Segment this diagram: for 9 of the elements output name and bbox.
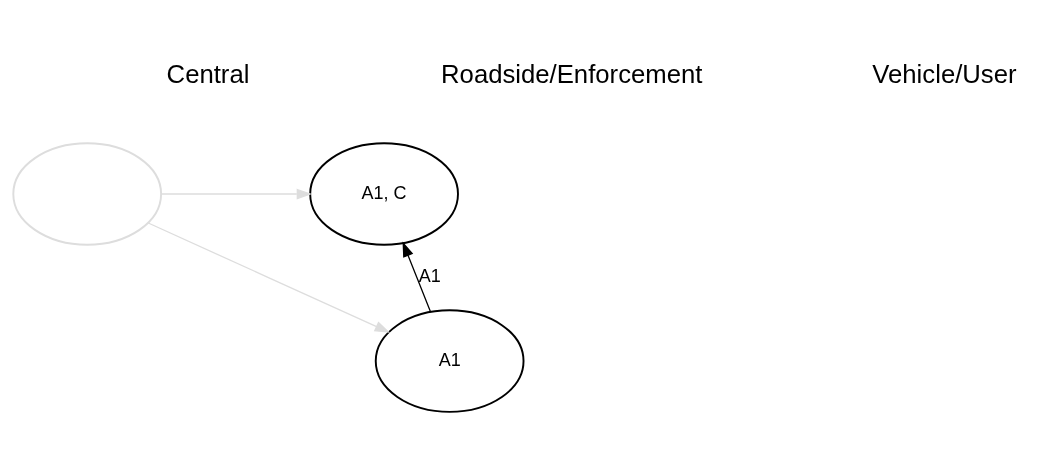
- label: Roadside/Enforcement: [441, 59, 703, 88]
- arrow: [160, 188, 313, 199]
- arrow: [402, 241, 432, 313]
- node-ellipse: A1, C: [309, 141, 459, 246]
- label: Central: [166, 59, 250, 88]
- node-ellipse: [12, 141, 163, 246]
- label: Vehicle/User: [872, 59, 1017, 88]
- edge-label: A1: [418, 265, 441, 286]
- arrow: [147, 221, 391, 333]
